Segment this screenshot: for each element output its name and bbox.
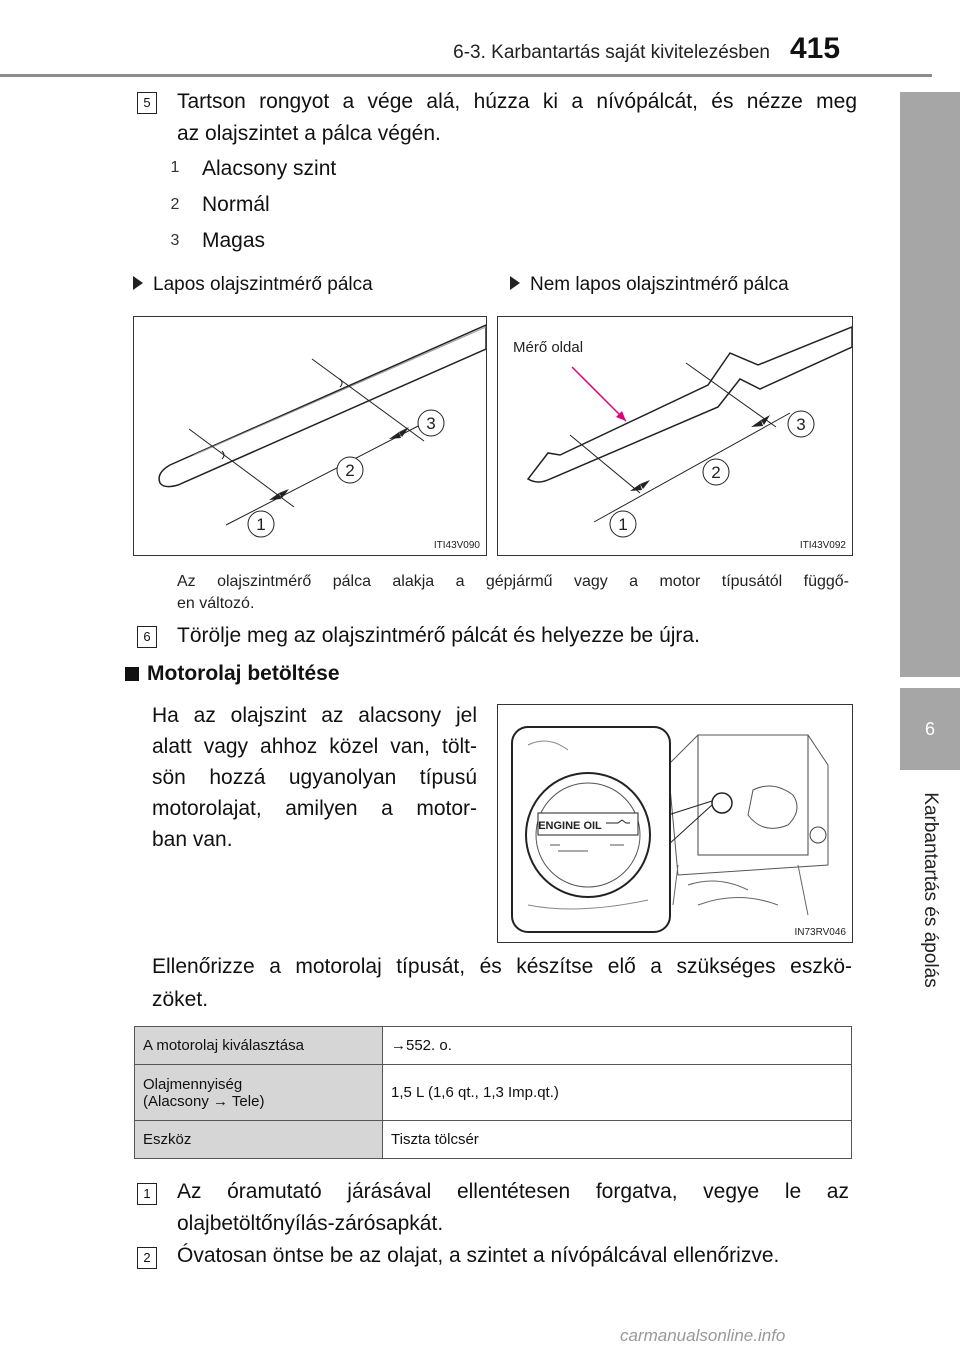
table-value: Tiszta tölcsér bbox=[382, 1120, 852, 1159]
chapter-number-tab[interactable]: 6 bbox=[900, 688, 960, 770]
triangle-bullet-icon bbox=[133, 276, 143, 290]
level-label-low: Alacsony szint bbox=[202, 157, 337, 180]
table-row: Eszköz Tiszta tölcsér bbox=[134, 1120, 852, 1159]
marker-1: 1 bbox=[618, 515, 627, 534]
level-num-2: 2 bbox=[170, 196, 180, 213]
engine-bay-illustration: ENGINE OIL bbox=[511, 726, 829, 933]
step5-line1: Tartson rongyot a vége alá, húzza ki a n… bbox=[177, 90, 857, 113]
dipstick-note: Az olajszintmérő pálca alakja a gépjármű… bbox=[177, 573, 849, 612]
page-number: 415 bbox=[790, 32, 841, 65]
marker-1: 1 bbox=[256, 515, 265, 534]
flat-dipstick-illustration: 1 2 3 bbox=[158, 323, 487, 538]
level-num-3: 3 bbox=[170, 232, 180, 249]
chapter-label-wrap: Karbantartás és ápolás bbox=[900, 780, 960, 1000]
nonflat-dipstick-figure: 1 2 3 Mérő oldal ITI43V092 bbox=[497, 316, 853, 556]
marker-2: 2 bbox=[711, 463, 720, 482]
oil-spec-table: A motorolaj kiválasztása →552. o. Olajme… bbox=[134, 1026, 852, 1159]
engine-oil-cap-figure: ENGINE OIL IN73RV046 bbox=[497, 704, 853, 943]
figure-code: IN73RV046 bbox=[794, 927, 846, 938]
step-badge-2: 2 bbox=[137, 1247, 157, 1269]
chapter-label: Karbantartás és ápolás bbox=[920, 792, 941, 988]
marker-3: 3 bbox=[426, 414, 435, 433]
square-bullet-icon bbox=[125, 667, 139, 681]
watermark: carmanualsonline.info bbox=[620, 1326, 786, 1345]
oil-fill-paragraph-2: Ellenőrizze a motorolaj típusát, és kész… bbox=[152, 955, 852, 1011]
step-badge-5: 5 bbox=[137, 92, 157, 114]
table-value: 1,5 L (1,6 qt., 1,3 Imp.qt.) bbox=[382, 1064, 852, 1121]
measure-side-callout: Mérő oldal bbox=[513, 339, 584, 356]
level-label-high: Magas bbox=[202, 229, 266, 252]
step5-text: Tartson rongyot a vége alá, húzza ki a n… bbox=[177, 86, 857, 150]
level-num-1: 1 bbox=[170, 159, 180, 176]
header-rule bbox=[0, 74, 932, 77]
section-title: 6-3. Karbantartás saját kivitelezésben bbox=[453, 42, 770, 63]
table-row: Olajmennyiség (Alacsony → Tele) 1,5 L (1… bbox=[134, 1064, 852, 1121]
fill-step-2-text: Óvatosan öntse be az olajat, a szintet a… bbox=[177, 1244, 780, 1267]
flat-dipstick-title: Lapos olajszintmérő pálca bbox=[133, 274, 373, 296]
oil-fill-heading: Motorolaj betöltése bbox=[125, 662, 340, 686]
oil-fill-paragraph: Ha az olajszint az alacsony jel alatt va… bbox=[152, 704, 477, 851]
step6-text: Törölje meg az olajszintmérő pálcát és h… bbox=[177, 624, 700, 647]
figure-code: ITI43V090 bbox=[433, 540, 480, 551]
marker-3: 3 bbox=[796, 415, 805, 434]
step-badge-6: 6 bbox=[137, 626, 157, 648]
figure-code: ITI43V092 bbox=[799, 540, 846, 551]
marker-2: 2 bbox=[345, 461, 354, 480]
step-badge-1: 1 bbox=[137, 1183, 157, 1205]
table-key: A motorolaj kiválasztása bbox=[134, 1026, 383, 1065]
step5-line2: az olajszintet a pálca végén. bbox=[177, 122, 441, 145]
table-row: A motorolaj kiválasztása →552. o. bbox=[134, 1026, 852, 1065]
fill-step-1-text: Az óramutató járásával ellentétesen forg… bbox=[177, 1180, 849, 1235]
engine-oil-cap-text: ENGINE OIL bbox=[538, 820, 602, 832]
nonflat-dipstick-illustration: 1 2 3 bbox=[526, 325, 853, 538]
nonflat-dipstick-title: Nem lapos olajszintmérő pálca bbox=[510, 274, 789, 296]
table-key: Olajmennyiség (Alacsony → Tele) bbox=[134, 1064, 383, 1121]
level-label-normal: Normál bbox=[202, 193, 270, 216]
table-value: →552. o. bbox=[382, 1026, 852, 1065]
table-key: Eszköz bbox=[134, 1120, 383, 1159]
side-tab-bar bbox=[900, 92, 960, 677]
flat-dipstick-figure: 1 2 3 ITI43V090 bbox=[133, 316, 487, 556]
triangle-bullet-icon bbox=[510, 276, 520, 290]
